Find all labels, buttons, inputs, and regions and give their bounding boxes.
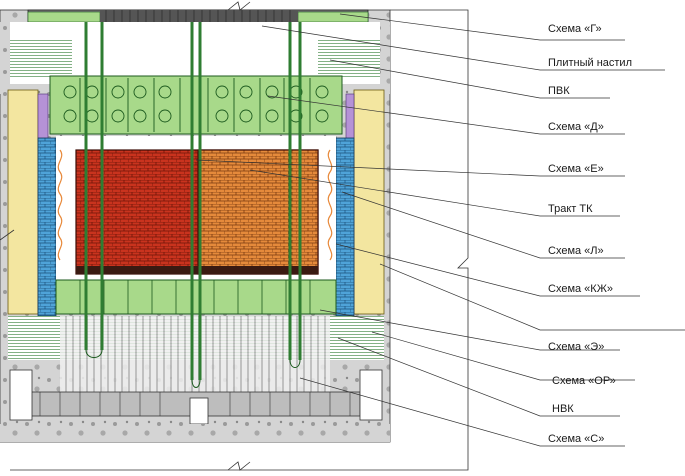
label-scheme-l: Схема «Л» [548,245,604,257]
label-nvk: НВК [552,403,574,415]
label-scheme-or: Схема «ОР» [552,375,616,387]
callout-leaders [195,13,685,447]
reactor-drawing [0,1,469,471]
label-scheme-g: Схема «Г» [548,23,602,35]
label-pvk: ПВК [548,85,570,97]
label-scheme-s: Схема «С» [548,433,604,445]
label-tk-tract: Тракт ТК [548,203,593,215]
label-scheme-e: Схема «Е» [548,163,604,175]
label-scheme-e2: Схема «Э» [548,341,604,353]
callout-labels: Схема «Г» Плитный настил ПВК Схема «Д» С… [548,23,632,445]
label-slab-floor: Плитный настил [548,57,632,69]
label-scheme-kzh: Схема «КЖ» [548,283,613,295]
label-scheme-d: Схема «Д» [548,121,604,133]
